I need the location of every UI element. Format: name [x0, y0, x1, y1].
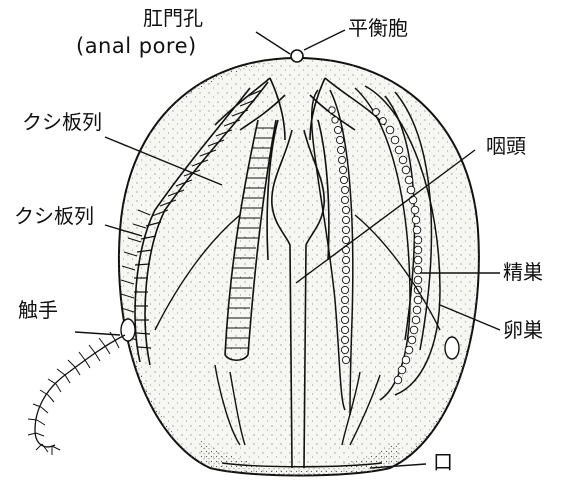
label-mouth: 口 — [433, 452, 453, 472]
label-statocyst: 平衡胞 — [348, 18, 408, 38]
label-tentacle: 触手 — [18, 300, 58, 320]
label-pharynx: 咽頭 — [486, 136, 526, 156]
label-testis: 精巣 — [503, 262, 543, 282]
label-anal-pore-en: (anal pore) — [76, 36, 197, 57]
label-ovary: 卵巣 — [503, 320, 543, 340]
label-comb-row-upper: クシ板列 — [22, 112, 102, 132]
tentacle — [28, 332, 125, 455]
label-anal-pore-jp: 肛門孔 — [143, 8, 203, 28]
label-comb-row-lower: クシ板列 — [14, 206, 94, 226]
statocyst — [291, 50, 303, 62]
